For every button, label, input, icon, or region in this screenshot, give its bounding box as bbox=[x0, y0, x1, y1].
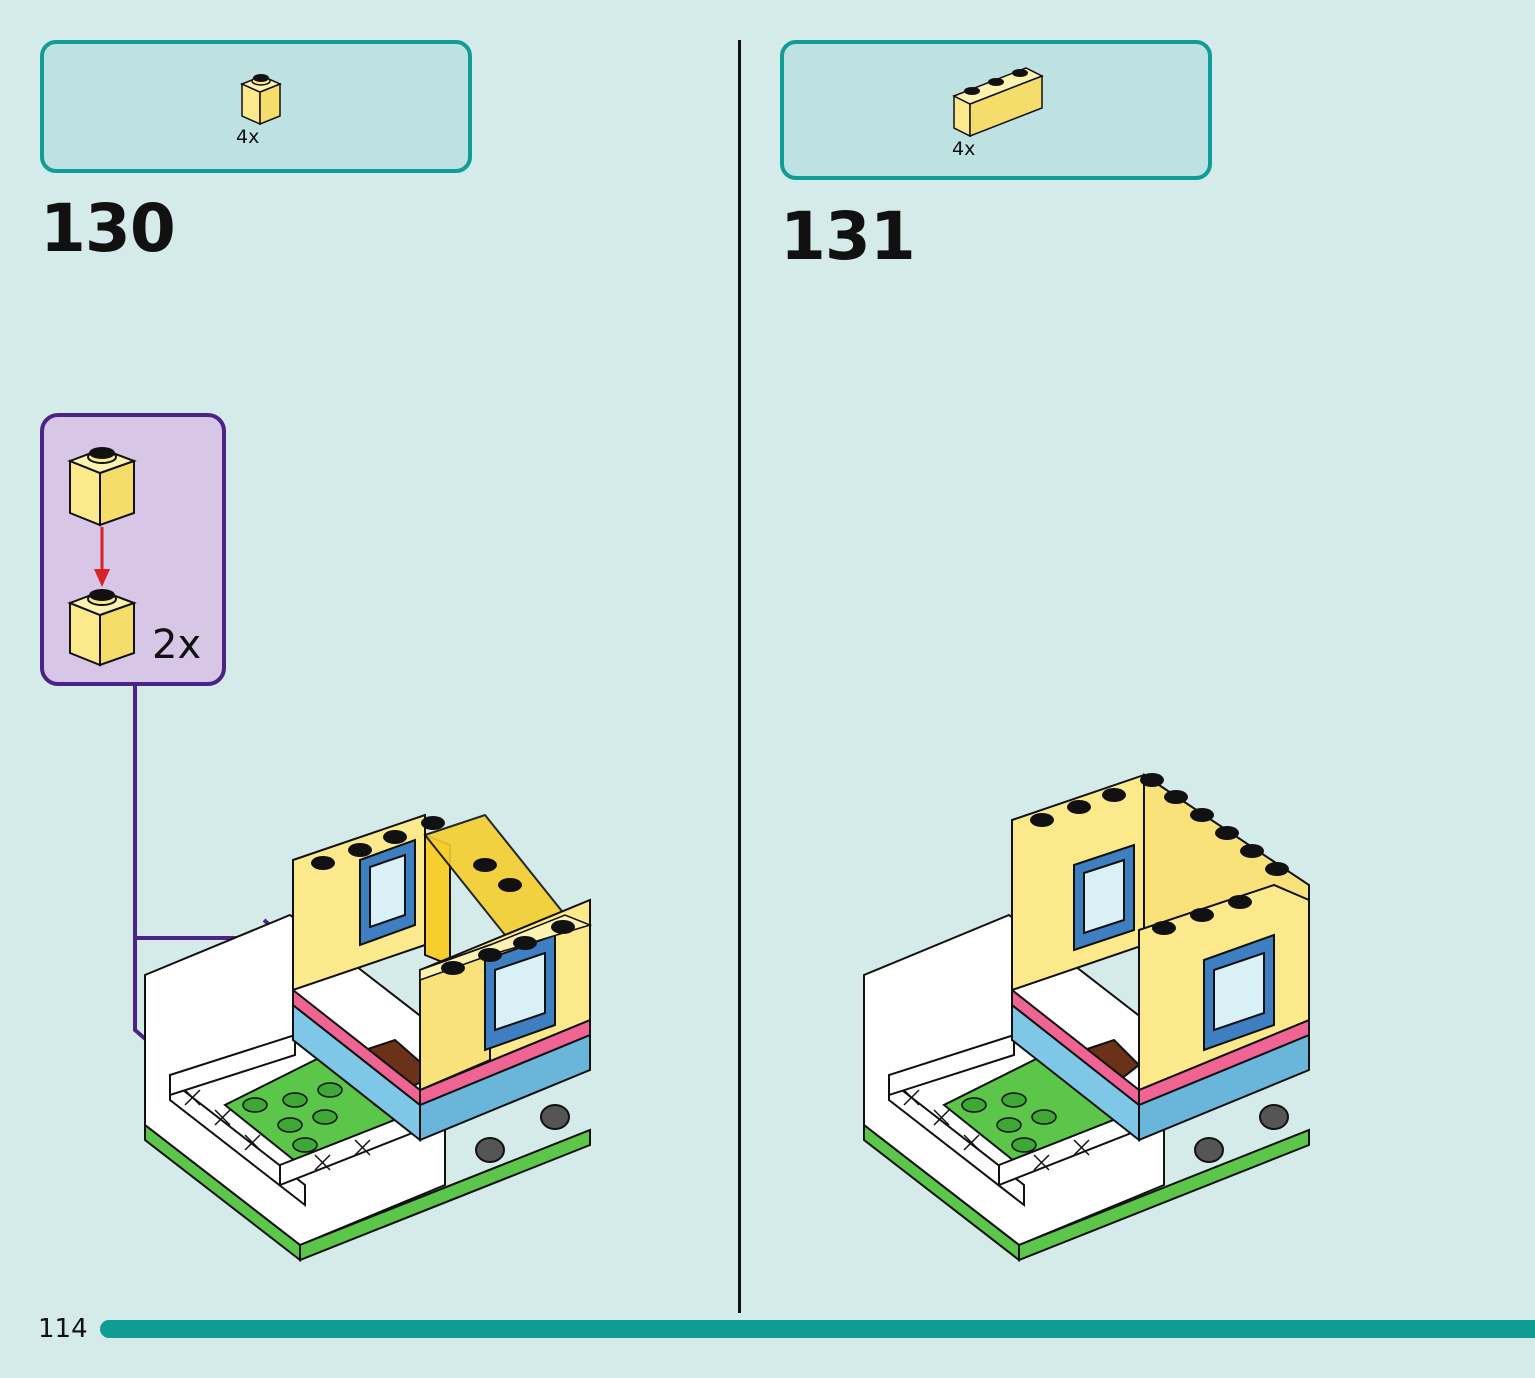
page-number: 114 bbox=[38, 1314, 88, 1344]
stack-two-yellow-bricks-icon bbox=[67, 447, 137, 667]
page-progress-bar bbox=[100, 1320, 1535, 1338]
step-number-131: 131 bbox=[780, 198, 916, 275]
parts-box-step-131: 4x bbox=[780, 40, 1212, 180]
yellow-brick-1x1-icon bbox=[240, 74, 282, 126]
callout-quantity: 2x bbox=[152, 622, 202, 668]
progress-fill bbox=[100, 1320, 1535, 1338]
yellow-brick-1x3-icon bbox=[952, 67, 1044, 138]
part-quantity: 4x bbox=[236, 126, 260, 148]
step-divider bbox=[738, 40, 741, 1313]
model-step-131-icon bbox=[863, 773, 1310, 1263]
part-quantity: 4x bbox=[952, 138, 976, 160]
parts-box-step-130: 4x bbox=[40, 40, 472, 173]
sub-assembly-callout: 2x bbox=[40, 413, 226, 686]
step-number-130: 130 bbox=[40, 190, 176, 267]
model-step-130-icon bbox=[144, 813, 593, 1263]
